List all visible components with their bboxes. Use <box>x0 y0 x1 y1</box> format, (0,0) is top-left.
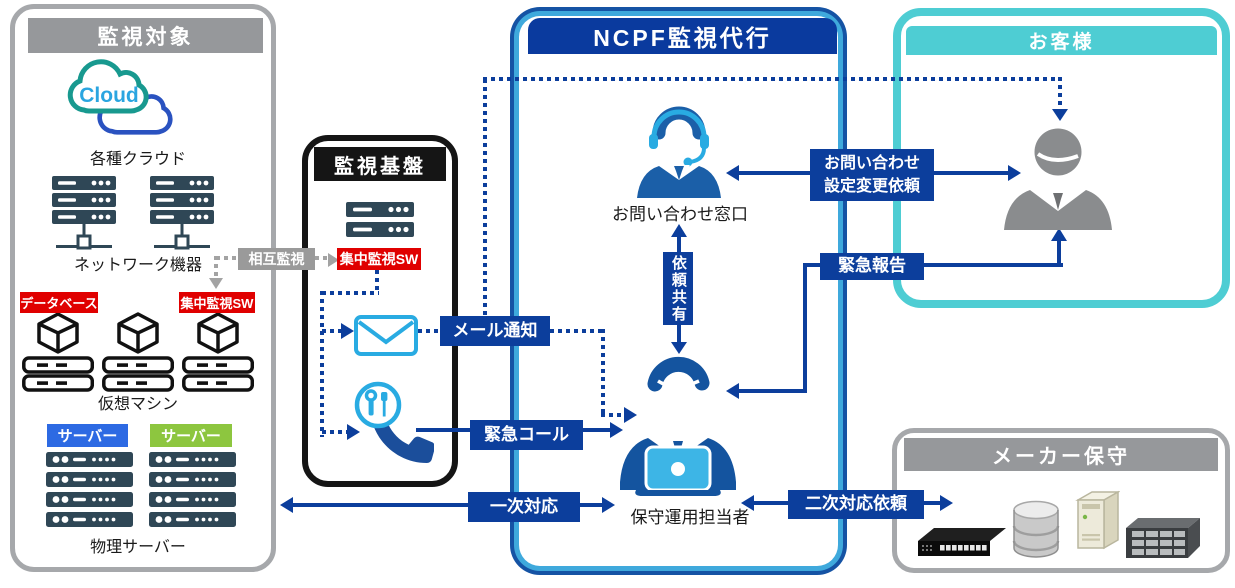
staff-laptop-icon <box>612 350 744 502</box>
panel-maker-maintenance-header: メーカー保守 <box>904 438 1218 471</box>
secondary-request-label: 二次対応依頼 <box>788 490 924 519</box>
mail-notice-label: メール通知 <box>440 316 550 346</box>
phone-tools-icon <box>352 380 434 466</box>
emergency-report-line-right <box>924 263 1063 267</box>
vm-caption: 仮想マシン <box>97 396 178 413</box>
server-row-icon <box>46 492 133 507</box>
share-request-line-up <box>677 236 681 252</box>
network-device-icon <box>52 176 116 252</box>
database-icon <box>1012 500 1060 558</box>
primary-response-line <box>291 503 603 507</box>
inquiry-line-left <box>739 171 810 175</box>
share-request-arrow-up-icon <box>671 224 687 237</box>
central-sw-down-line <box>375 270 379 294</box>
inquiry-label-line2: 設定変更依頼 <box>823 178 920 195</box>
phone-branch-line <box>322 430 348 434</box>
panel-monitoring-platform-header: 監視基盤 <box>314 147 446 181</box>
physical-server-caption: 物理サーバー <box>90 539 186 556</box>
emergency-report-label: 緊急報告 <box>820 253 924 280</box>
share-request-line-down <box>677 324 681 342</box>
mutual-monitoring-arrow-down-icon <box>209 278 223 289</box>
primary-response-arrow-right-icon <box>602 497 615 513</box>
panel-monitoring-target-header: 監視対象 <box>28 18 263 53</box>
server-row-icon <box>149 512 236 527</box>
central-sw-tag-target: 集中監視SW <box>179 292 255 313</box>
inquiry-arrow-right-icon <box>1008 165 1021 181</box>
secondary-request-arrow-left-icon <box>741 495 754 511</box>
panel-customer-header: お客様 <box>906 26 1217 55</box>
network-switch-icon <box>918 528 1006 560</box>
mail-branch-line <box>322 329 342 333</box>
server-row-icon <box>149 492 236 507</box>
top-dotted-arrow-icon <box>1052 109 1068 121</box>
server-tag-blue: サーバー <box>47 424 128 447</box>
panel-ncpf-header: NCPF監視代行 <box>528 18 837 54</box>
network-device-icon <box>150 176 214 252</box>
mail-notice-arrow-icon <box>624 407 637 423</box>
central-sw-branch-line <box>322 291 379 295</box>
emergency-report-line-to-staff <box>739 389 807 393</box>
inquiry-label: お問い合わせ 設定変更依頼 <box>810 149 934 201</box>
central-sw-tag-platform: 集中監視SW <box>337 248 421 270</box>
emergency-report-line-label-left <box>803 263 820 267</box>
server-row-icon <box>149 452 236 467</box>
mail-notice-line-out <box>550 329 603 333</box>
top-dotted-line <box>483 77 1062 81</box>
monitoring-server-icon <box>346 202 414 238</box>
mutual-monitoring-label: 相互監視 <box>238 248 315 270</box>
emergency-report-arrow-up-icon <box>1051 228 1067 241</box>
mutual-monitoring-line-left <box>216 256 240 260</box>
rack-server-icon <box>1124 518 1200 558</box>
mutual-monitoring-line-right <box>315 256 329 260</box>
cloud-caption: 各種クラウド <box>89 151 186 168</box>
emergency-call-arrow-icon <box>610 422 623 438</box>
server-row-icon <box>46 472 133 487</box>
mail-notice-line-down <box>601 329 605 415</box>
share-request-arrow-down-icon <box>671 342 687 354</box>
mail-icon <box>354 315 418 356</box>
emergency-report-line-up <box>1057 240 1061 267</box>
server-row-icon <box>46 452 133 467</box>
mail-branch-arrow-icon <box>341 323 354 339</box>
mail-notice-line-up <box>483 79 487 317</box>
mutual-monitoring-arrow-right-icon <box>328 253 339 267</box>
inquiry-label-line1: お問い合わせ <box>823 154 920 172</box>
server-row-icon <box>149 472 236 487</box>
cloud-icon <box>62 58 187 146</box>
vm-cube-icon <box>182 312 254 392</box>
tower-server-icon <box>1072 490 1120 556</box>
inquiry-arrow-left-icon <box>726 165 739 181</box>
network-caption: ネットワーク機器 <box>73 257 202 274</box>
secondary-request-arrow-right-icon <box>940 495 953 511</box>
primary-response-arrow-left-icon <box>280 497 293 513</box>
customer-person-icon <box>998 126 1118 230</box>
mail-notice-line-to-staff <box>601 413 625 417</box>
server-row-icon <box>46 512 133 527</box>
contact-desk-caption: お問い合わせ窓口 <box>612 205 748 224</box>
primary-response-label: 一次対応 <box>468 492 580 522</box>
emergency-call-label: 緊急コール <box>470 420 583 450</box>
inquiry-line-right <box>934 171 1010 175</box>
mutual-monitoring-line-down <box>214 256 218 278</box>
branch-vertical-line <box>320 291 324 437</box>
emergency-report-line-down <box>803 263 807 393</box>
operator-headset-icon <box>621 100 737 198</box>
server-tag-green: サーバー <box>150 424 232 447</box>
vm-cube-icon <box>22 312 94 392</box>
vm-cube-icon <box>102 312 174 392</box>
share-request-label: 依頼共有 <box>663 252 693 325</box>
emergency-report-arrow-staff-icon <box>726 383 739 399</box>
phone-branch-arrow-icon <box>347 424 360 440</box>
staff-caption: 保守運用担当者 <box>630 508 750 527</box>
database-tag: データベース <box>20 292 98 313</box>
top-dotted-line-down <box>1058 77 1062 110</box>
mail-notice-line-in <box>418 329 440 333</box>
